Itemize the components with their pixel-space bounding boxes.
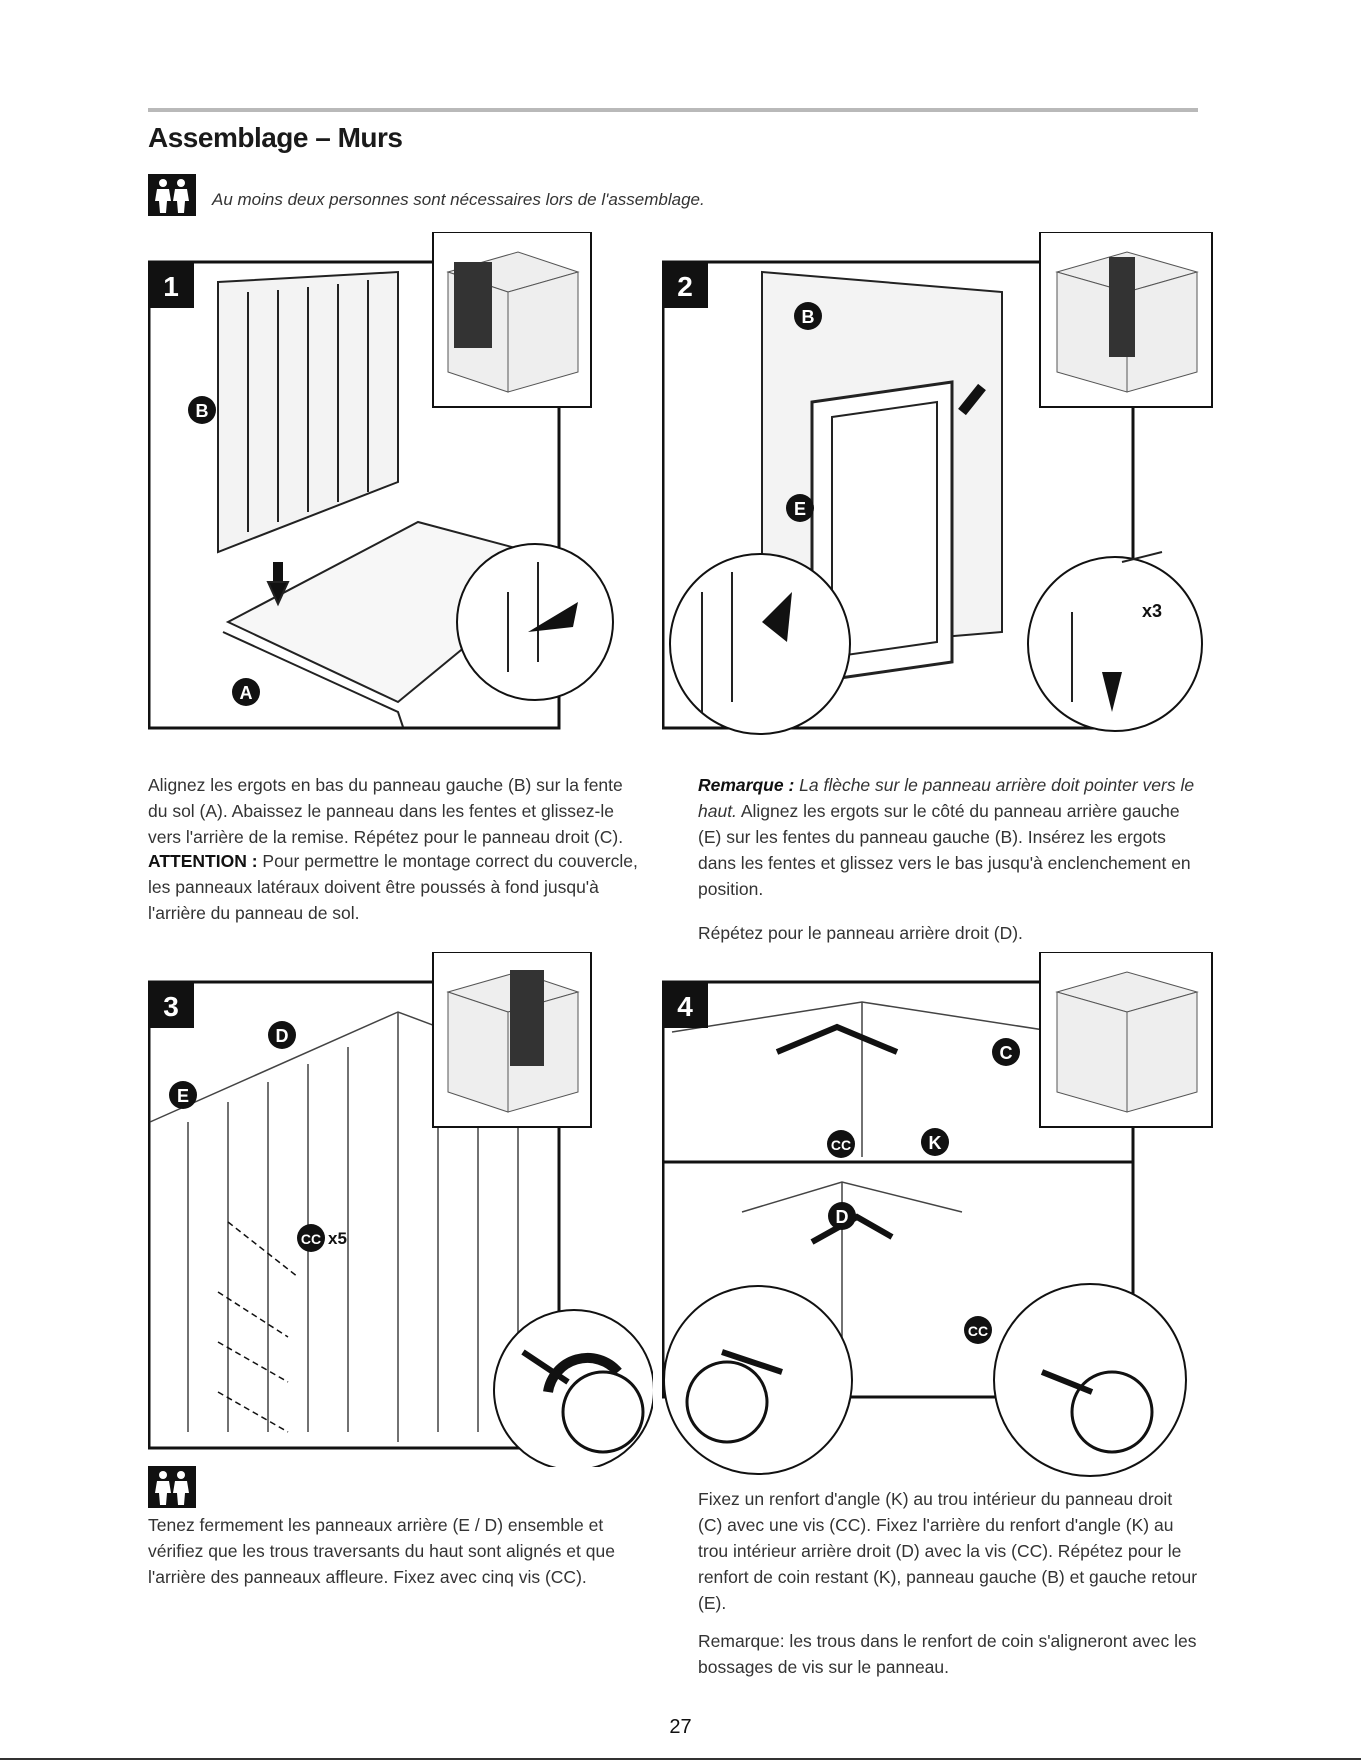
label-a: A — [240, 683, 253, 703]
footer-rule — [0, 1758, 1361, 1760]
label-c: C — [1000, 1043, 1013, 1063]
label-cc: CC — [301, 1231, 321, 1247]
remark-italic: La flèche sur le panneau arrière doit po… — [698, 775, 1195, 821]
two-persons-icon — [148, 174, 196, 216]
count-x5: x5 — [328, 1229, 347, 1248]
header-rule — [148, 108, 1198, 112]
step-1-attention: ATTENTION : Pour permettre le montage co… — [148, 848, 638, 926]
step-4-illustration: 4 C CC K D CC — [662, 952, 1214, 1477]
label-d: D — [276, 1026, 289, 1046]
two-persons-icon — [148, 1466, 196, 1508]
assembly-note: Au moins deux personnes sont nécessaires… — [212, 190, 705, 209]
page-title: Assemblage – Murs — [148, 122, 403, 153]
step-3-number: 3 — [163, 991, 179, 1022]
step-1-text: Alignez les ergots en bas du panneau gau… — [148, 775, 624, 847]
label-b: B — [802, 307, 815, 327]
remark-text: Alignez les ergots sur le côté du pannea… — [698, 801, 1191, 899]
step-4-number: 4 — [677, 991, 693, 1022]
count-x3: x3 — [1142, 601, 1162, 621]
label-b: B — [196, 401, 209, 421]
step-2-illustration: 2 x3 B E — [662, 232, 1214, 762]
attention-label: ATTENTION : — [148, 851, 258, 871]
step-4-text: Fixez un renfort d'angle (K) au trou int… — [698, 1489, 1198, 1613]
step-1-illustration: 1 B A — [148, 232, 632, 738]
attention-text: Pour permettre le montage correct du cou… — [148, 851, 638, 923]
step-2-number: 2 — [677, 271, 693, 302]
label-cc: CC — [968, 1323, 988, 1339]
label-cc: CC — [831, 1137, 851, 1153]
step-1-number: 1 — [163, 271, 179, 302]
remark-label: Remarque : — [698, 775, 795, 795]
step-2-remark: Remarque : La flèche sur le panneau arri… — [698, 772, 1198, 902]
step-2-repeat: Répétez pour le panneau arrière droit (D… — [698, 923, 1023, 943]
step-4-note: Remarque: les trous dans le renfort de c… — [698, 1631, 1197, 1677]
label-d: D — [836, 1207, 849, 1227]
page-number: 27 — [669, 1716, 692, 1738]
step-3-text: Tenez fermement les panneaux arrière (E … — [148, 1515, 615, 1587]
step-3-illustration: 3 D E CC x5 — [148, 952, 653, 1467]
label-e: E — [794, 499, 806, 519]
label-k: K — [929, 1133, 942, 1153]
label-e: E — [177, 1086, 189, 1106]
